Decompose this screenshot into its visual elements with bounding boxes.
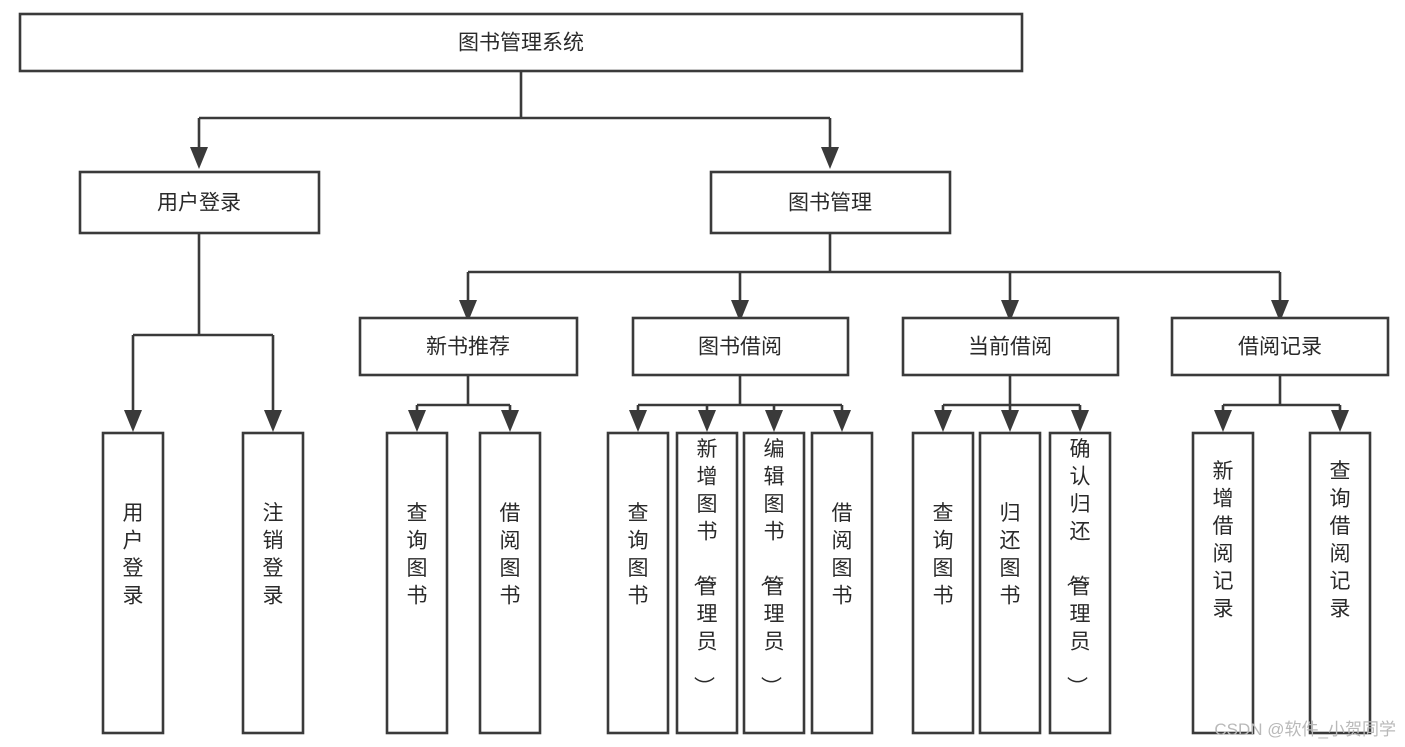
node-book-borrow[interactable]: 图书借阅 — [631, 316, 850, 377]
node-leaf-user-login-label: 用户登录 — [123, 502, 144, 608]
node-leaf-borrow-book-1-box[interactable] — [478, 431, 542, 735]
node-leaf-query-book-2-box[interactable] — [606, 431, 670, 735]
arrow-icon-bb-2 — [698, 410, 716, 432]
node-leaf-user-logout-label: 注销登录 — [263, 502, 284, 608]
node-new-book-recommend[interactable]: 新书推荐 — [358, 316, 579, 377]
arrow-icon-cb-1 — [934, 410, 952, 432]
node-current-borrow-box[interactable] — [901, 316, 1120, 377]
node-root-box[interactable] — [18, 12, 1024, 73]
arrow-icon-nbr-2 — [501, 410, 519, 432]
node-leaf-edit-book-box[interactable] — [742, 431, 806, 735]
node-leaf-borrow-book-1-label: 借阅图书 — [500, 502, 521, 608]
node-root[interactable]: 图书管理系统 — [18, 12, 1024, 73]
node-borrow-record[interactable]: 借阅记录 — [1170, 316, 1390, 377]
node-leaf-query-book-2-label: 查询图书 — [628, 502, 649, 608]
watermark-label: CSDN @软件_小贺同学 — [1214, 720, 1396, 739]
node-leaf-query-record[interactable]: 查询借阅记录 — [1308, 431, 1372, 735]
node-user-login-box[interactable] — [78, 170, 321, 235]
connector-group-borrow-record — [1214, 375, 1349, 432]
node-leaf-query-book-3-box[interactable] — [911, 431, 975, 735]
arrow-icon-cb-2 — [1001, 410, 1019, 432]
node-book-manage-label: 图书管理 — [788, 192, 872, 215]
node-leaf-borrow-book-2-box[interactable] — [810, 431, 874, 735]
node-leaf-add-book-box[interactable] — [675, 431, 739, 735]
connector-group-book-manage — [459, 233, 1289, 322]
node-borrow-record-label: 借阅记录 — [1238, 336, 1322, 359]
node-leaf-query-record-label: 查询借阅记录 — [1330, 460, 1351, 621]
node-current-borrow-label: 当前借阅 — [968, 336, 1052, 359]
connector-group-book-borrow — [629, 375, 851, 432]
arrow-icon-user-login-1 — [124, 410, 142, 432]
node-leaf-query-book-3[interactable]: 查询图书 — [911, 431, 975, 735]
node-user-login[interactable]: 用户登录 — [78, 170, 321, 235]
node-leaf-add-book-label: 新增图书（管理员） — [692, 438, 718, 697]
node-leaf-user-login-box[interactable] — [101, 431, 165, 735]
arrow-icon-user-login-2 — [264, 410, 282, 432]
node-leaf-return-book[interactable]: 归还图书 — [978, 431, 1042, 735]
node-borrow-record-box[interactable] — [1170, 316, 1390, 377]
node-book-borrow-box[interactable] — [631, 316, 850, 377]
node-leaf-edit-book-label: 编辑图书（管理员） — [759, 438, 785, 697]
node-leaf-return-book-box[interactable] — [978, 431, 1042, 735]
node-book-manage[interactable]: 图书管理 — [709, 170, 952, 235]
node-leaf-user-logout-box[interactable] — [241, 431, 305, 735]
node-new-book-recommend-label: 新书推荐 — [426, 336, 510, 359]
node-leaf-add-record-box[interactable] — [1191, 431, 1255, 735]
connector-group-current-borrow — [934, 375, 1089, 432]
node-new-book-recommend-box[interactable] — [358, 316, 579, 377]
node-leaf-borrow-book-2-label: 借阅图书 — [832, 502, 853, 608]
arrow-icon-cb-3 — [1071, 410, 1089, 432]
connector-group-user-login — [124, 233, 282, 432]
node-book-manage-box[interactable] — [709, 170, 952, 235]
node-leaf-borrow-book-1[interactable]: 借阅图书 — [478, 431, 542, 735]
node-leaf-query-book-2[interactable]: 查询图书 — [606, 431, 670, 735]
arrow-icon-bb-3 — [765, 410, 783, 432]
node-user-login-label: 用户登录 — [157, 192, 241, 215]
node-leaf-confirm-return-box[interactable] — [1048, 431, 1112, 735]
node-leaf-query-book-1[interactable]: 查询图书 — [385, 431, 449, 735]
node-leaf-user-login[interactable]: 用户登录 — [101, 431, 165, 735]
node-leaf-add-record-label: 新增借阅记录 — [1213, 460, 1234, 621]
arrow-icon-bb-1 — [629, 410, 647, 432]
node-leaf-query-book-1-label: 查询图书 — [407, 502, 428, 608]
arrow-icon-bb-4 — [833, 410, 851, 432]
arrow-icon-br-2 — [1331, 410, 1349, 432]
arrow-icon-br-1 — [1214, 410, 1232, 432]
connector-group-root — [190, 71, 839, 169]
connector-group-new-book-recommend — [408, 375, 519, 432]
node-leaf-user-logout[interactable]: 注销登录 — [241, 431, 305, 735]
arrow-icon-root-book-manage — [821, 147, 839, 169]
node-leaf-query-book-3-label: 查询图书 — [933, 502, 954, 608]
arrow-icon-root-user-login — [190, 147, 208, 169]
node-book-borrow-label: 图书借阅 — [698, 336, 782, 359]
node-leaf-borrow-book-2[interactable]: 借阅图书 — [810, 431, 874, 735]
node-leaf-confirm-return-label: 确认归还（管理员） — [1065, 438, 1091, 697]
node-leaf-query-record-box[interactable] — [1308, 431, 1372, 735]
node-leaf-query-book-1-box[interactable] — [385, 431, 449, 735]
node-leaf-edit-book[interactable]: 编辑图书（管理员） — [742, 431, 806, 735]
arrow-icon-nbr-1 — [408, 410, 426, 432]
node-leaf-add-book[interactable]: 新增图书（管理员） — [675, 431, 739, 735]
node-root-label: 图书管理系统 — [458, 32, 584, 55]
node-current-borrow[interactable]: 当前借阅 — [901, 316, 1120, 377]
node-leaf-add-record[interactable]: 新增借阅记录 — [1191, 431, 1255, 735]
node-leaf-return-book-label: 归还图书 — [1000, 502, 1021, 608]
node-leaf-confirm-return[interactable]: 确认归还（管理员） — [1048, 431, 1112, 735]
